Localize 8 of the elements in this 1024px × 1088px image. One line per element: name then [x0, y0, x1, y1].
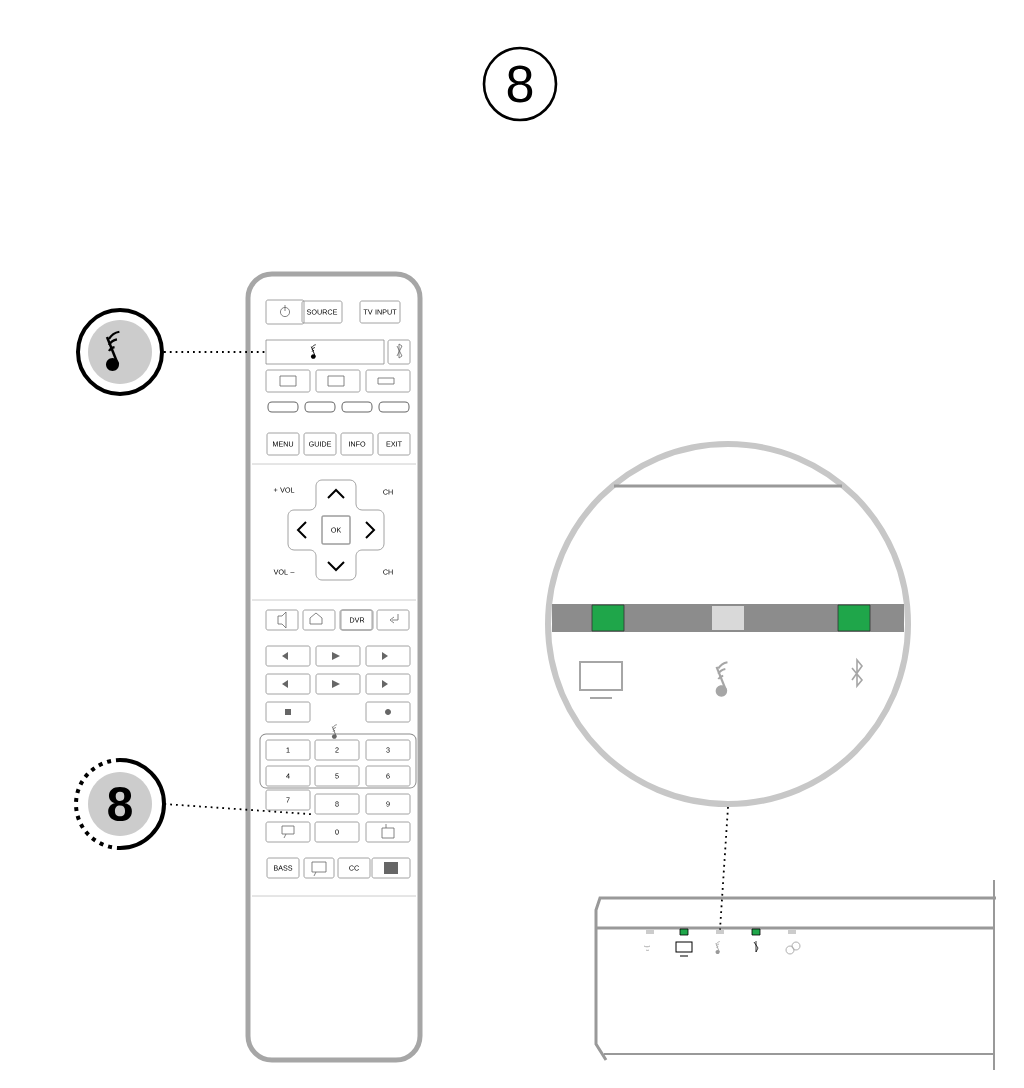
leader-line [163, 803, 316, 816]
leader-line [719, 806, 729, 931]
step-number: 8 [482, 46, 558, 122]
magnifier-circle [545, 441, 911, 807]
leader-line [163, 351, 267, 353]
indicator-light [716, 930, 724, 934]
callout-circle [76, 308, 164, 396]
remote-button [265, 339, 385, 365]
